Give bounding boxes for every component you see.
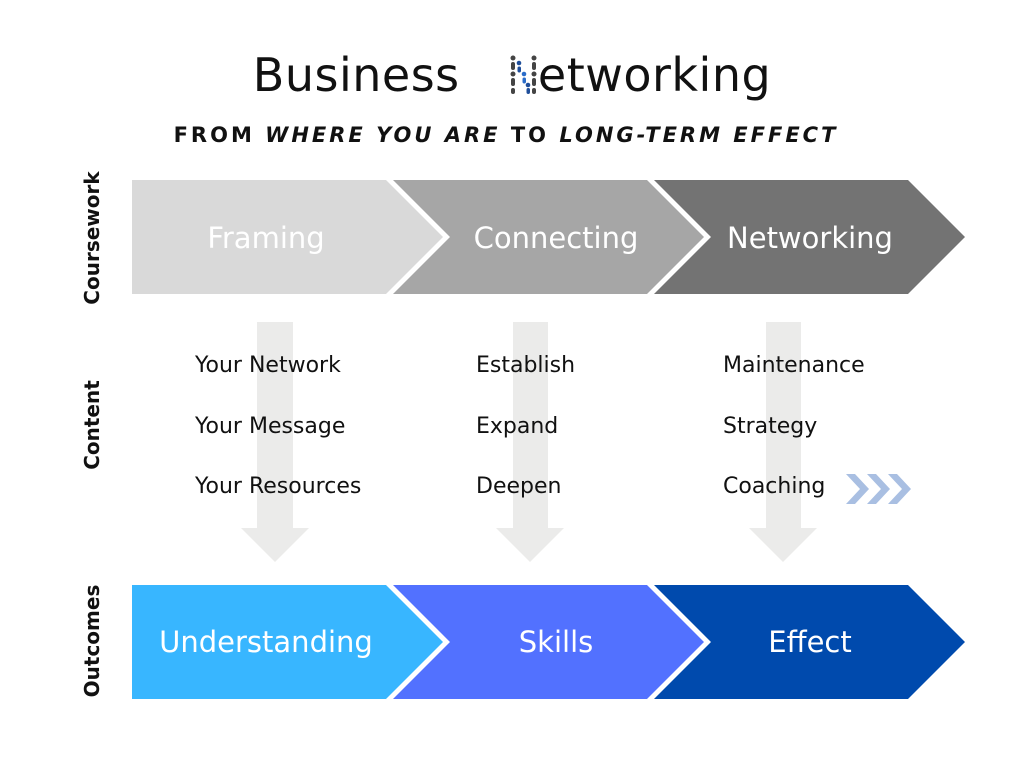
coursework-label-connecting: Connecting [473,221,639,255]
content-item: Establish [476,353,576,378]
down-arrow-1 [241,322,309,562]
coursework-chevron-1 [132,180,443,294]
down-arrow-3 [749,322,817,562]
title-word-etworking: etworking [537,48,772,102]
subtitle-part-1: FROM [173,123,266,147]
coursework-chevron-2 [393,180,704,294]
content-item: Your Resources [195,474,362,499]
down-arrow-2 [496,322,564,562]
outcome-chevron-1 [132,585,443,699]
subtitle-part-3: TO [500,123,560,147]
coursework-label-networking: Networking [727,221,893,255]
subtitle-part-2: WHERE YOU ARE [265,123,501,147]
content-item: Your Network [195,353,341,378]
content-item: Expand [476,414,559,439]
title-stylized-n [508,48,538,102]
outcome-chevron-2 [393,585,704,699]
title-word-business: Business [252,48,460,102]
outcome-chevron-3 [654,585,965,699]
outcome-label-skills: Skills [518,625,594,659]
page-subtitle: FROM WHERE YOU ARE TO LONG-TERM EFFECT [0,123,1012,147]
content-item: Maintenance [723,353,865,378]
content-item: Your Message [195,414,346,439]
subtitle-part-4: LONG-TERM EFFECT [559,123,839,147]
coursework-chevron-3 [654,180,965,294]
content-item: Strategy [723,414,818,439]
outcome-label-effect: Effect [768,625,852,659]
content-item: Deepen [476,474,562,499]
content-item: Coaching [723,474,826,499]
page-title: Business etworking [0,48,1024,102]
people-n-icon [510,55,537,94]
outcome-label-understanding: Understanding [159,625,373,659]
coursework-label-framing: Framing [207,221,325,255]
small-chevrons-icon [846,474,911,504]
